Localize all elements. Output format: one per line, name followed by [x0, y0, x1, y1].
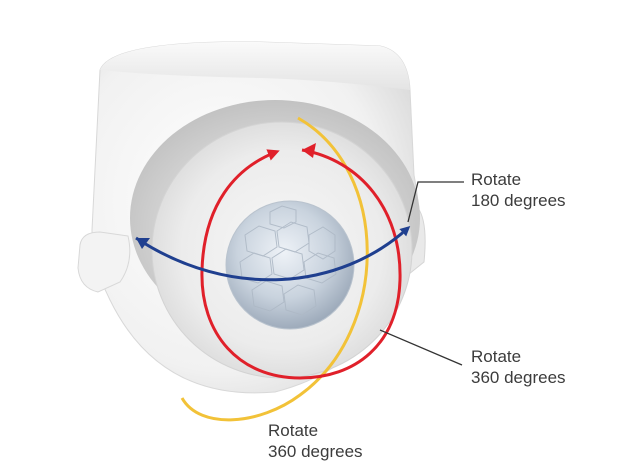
label-rotate-360-right-line1: Rotate [471, 347, 522, 366]
label-rotate-360-bottom-line1: Rotate [268, 421, 319, 440]
tilt-rotation-arrow [180, 116, 369, 422]
label-rotate-180: Rotate 180 degrees [471, 169, 566, 211]
horizontal-rotation-arrow [135, 225, 411, 282]
callout-line-180 [407, 181, 464, 223]
label-rotate-180-line1: Rotate [471, 170, 522, 189]
vertical-rotation-arrow [200, 148, 402, 380]
label-rotate-360-bottom: Rotate 360 degrees [268, 420, 363, 462]
callout-line-360-right [379, 329, 463, 366]
label-rotate-360-right-line2: 360 degrees [471, 368, 566, 387]
label-rotate-360-bottom-line2: 360 degrees [268, 442, 363, 461]
label-rotate-360-right: Rotate 360 degrees [471, 346, 566, 388]
sensor-lens [225, 200, 355, 330]
label-rotate-180-line2: 180 degrees [471, 191, 566, 210]
